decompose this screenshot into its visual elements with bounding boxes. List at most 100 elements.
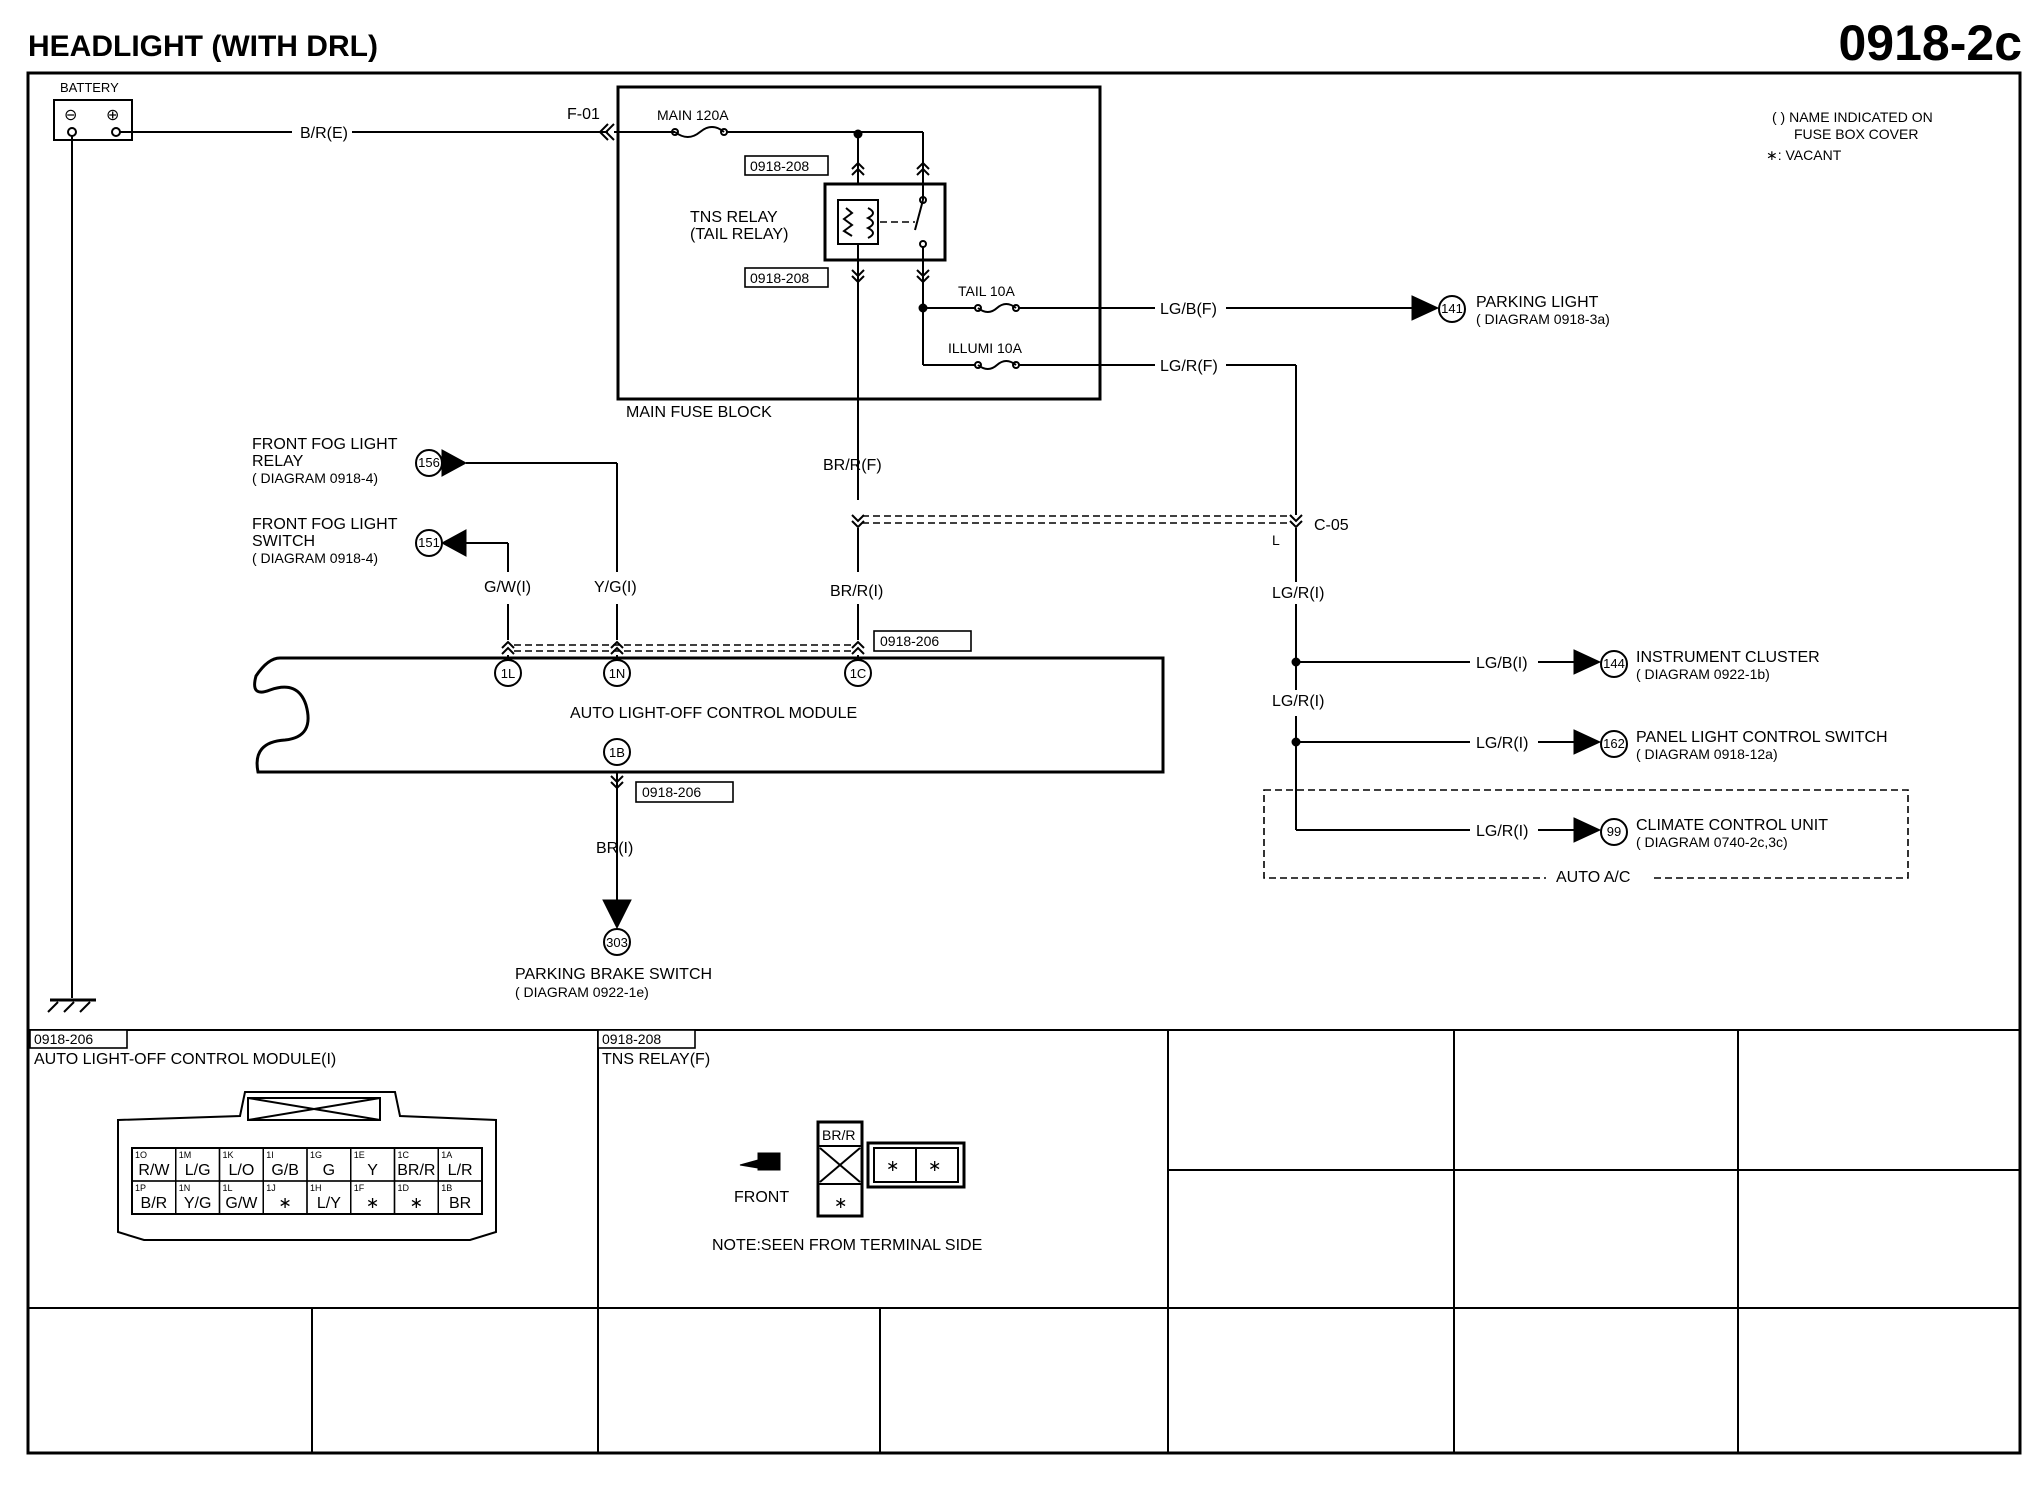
pin-number: 1B — [441, 1183, 452, 1193]
wire-label-lg-b-i: LG/B(I) — [1476, 655, 1528, 672]
parking-light-ref-num: 141 — [1441, 301, 1463, 316]
pin-wire-color: L/R — [448, 1162, 473, 1179]
connector1-ref-box — [29, 1029, 128, 1049]
tail-fuse-symbol — [977, 303, 1017, 313]
diagram-frame — [26, 71, 2022, 1455]
wire-label-lg-b-f: LG/B(F) — [1160, 301, 1217, 318]
pin-wire-color: ∗ — [366, 1195, 379, 1212]
pin-wire-color: Y — [367, 1162, 378, 1179]
connector-label-l: L — [1272, 532, 1280, 548]
main-fuse-symbol — [674, 126, 725, 138]
pin-1b-circle — [603, 738, 631, 766]
auto-ac-group-box — [1263, 789, 1909, 879]
pin-wire-color: ∗ — [278, 1195, 291, 1212]
parking-brake-label: PARKING BRAKE SWITCH — [515, 966, 712, 983]
connector2-note: NOTE:SEEN FROM TERMINAL SIDE — [712, 1237, 982, 1254]
note-line-1: ( ) NAME INDICATED ON — [1772, 109, 1933, 125]
pin-wire-color: Y/G — [184, 1195, 212, 1212]
illumi-fuse-symbol — [977, 360, 1017, 370]
wire-label-br-i: BR(I) — [596, 840, 633, 857]
auto-light-off-module-body — [253, 656, 1165, 774]
pin-number: 1I — [266, 1150, 274, 1160]
pin-wire-color: BR/R — [397, 1162, 435, 1179]
connector-label-f01: F-01 — [567, 106, 600, 123]
module-ref-box-top — [873, 630, 972, 652]
pin-number: 1D — [398, 1183, 410, 1193]
climate-control-diagram: ( DIAGRAM 0740-2c,3c) — [1636, 834, 1788, 850]
module-ref-box-bottom — [635, 781, 734, 803]
wire-label-br-r-f: BR/R(F) — [823, 457, 882, 474]
pin-number: 1F — [354, 1183, 365, 1193]
diagram-code: 0918-2c — [1839, 15, 2023, 71]
relay-label-1: TNS RELAY — [690, 209, 778, 226]
note-line-2: FUSE BOX COVER — [1794, 126, 1918, 142]
fog-relay-label-1: FRONT FOG LIGHT — [252, 436, 398, 453]
pin-number: 1O — [135, 1150, 147, 1160]
diagram-title: HEADLIGHT (WITH DRL) — [28, 30, 378, 63]
fuse-block-label: MAIN FUSE BLOCK — [626, 404, 772, 421]
wire-label-b-r-e: B/R(E) — [300, 125, 348, 142]
pin-number: 1E — [354, 1150, 365, 1160]
connector1-title: AUTO LIGHT-OFF CONTROL MODULE(I) — [34, 1051, 336, 1068]
wire-label-lg-r-i-1: LG/R(I) — [1272, 585, 1324, 602]
illumi-fuse-label: ILLUMI 10A — [948, 340, 1023, 356]
pin-number: 1M — [179, 1150, 192, 1160]
pin-wire-color: L/Y — [317, 1195, 341, 1212]
battery-label: BATTERY — [60, 80, 119, 95]
pin-wire-color: L/O — [228, 1162, 254, 1179]
tail-fuse-label: TAIL 10A — [958, 283, 1015, 299]
connector1-ref: 0918-206 — [34, 1031, 93, 1047]
connector2-ref: 0918-208 — [602, 1031, 661, 1047]
parking-brake-ref-num: 303 — [606, 935, 628, 950]
panel-switch-ref-circle — [1600, 730, 1628, 758]
pin-wire-color: B/R — [141, 1195, 168, 1212]
connector2-brr-label: BR/R — [822, 1127, 855, 1143]
pin-wire-color: G/B — [271, 1162, 299, 1179]
battery-plus-symbol: ⊕ — [106, 107, 119, 124]
parking-light-label: PARKING LIGHT — [1476, 294, 1599, 311]
fog-switch-label-1: FRONT FOG LIGHT — [252, 516, 398, 533]
parking-brake-diagram: ( DIAGRAM 0922-1e) — [515, 984, 649, 1000]
parking-brake-ref-circle — [603, 928, 631, 956]
pin-number: 1K — [223, 1150, 234, 1160]
pin-number: 1N — [179, 1183, 191, 1193]
connector2-star-1: ∗ — [834, 1195, 847, 1212]
panel-switch-diagram: ( DIAGRAM 0918-12a) — [1636, 746, 1778, 762]
instrument-cluster-label: INSTRUMENT CLUSTER — [1636, 649, 1820, 666]
pin-wire-color: ∗ — [410, 1195, 423, 1212]
pin-wire-color: L/G — [185, 1162, 211, 1179]
battery-minus-symbol: ⊖ — [64, 107, 77, 124]
module-ref-bottom: 0918-206 — [642, 784, 701, 800]
wire-label-lg-r-f: LG/R(F) — [1160, 358, 1218, 375]
pin-wire-color: BR — [449, 1195, 471, 1212]
fuse-ref-1: 0918-208 — [750, 158, 809, 174]
wire-label-lg-r-i-4: LG/R(I) — [1476, 823, 1528, 840]
fog-relay-diagram: ( DIAGRAM 0918-4) — [252, 470, 378, 486]
connector2-ref-box — [597, 1029, 696, 1049]
fog-switch-label-2: SWITCH — [252, 533, 315, 550]
fog-relay-label-2: RELAY — [252, 453, 304, 470]
pin-number: 1G — [310, 1150, 322, 1160]
fog-relay-ref-num: 156 — [418, 455, 440, 470]
connector2-star-2: ∗ — [886, 1158, 899, 1175]
front-arrow-icon — [739, 1152, 781, 1171]
connector1-shell — [117, 1091, 497, 1241]
module-ref-top: 0918-206 — [880, 633, 939, 649]
pin-1c-label: 1C — [850, 666, 867, 681]
wire-label-lg-r-i-3: LG/R(I) — [1476, 735, 1528, 752]
climate-control-label: CLIMATE CONTROL UNIT — [1636, 817, 1828, 834]
instrument-cluster-ref-num: 144 — [1603, 656, 1625, 671]
pin-wire-color: G/W — [225, 1195, 258, 1212]
pin-number: 1J — [266, 1183, 276, 1193]
wire-label-br-r-i: BR/R(I) — [830, 583, 883, 600]
pin-1n-label: 1N — [609, 666, 626, 681]
tns-relay-symbol — [823, 182, 947, 262]
panel-switch-label: PANEL LIGHT CONTROL SWITCH — [1636, 729, 1888, 746]
connector2-body — [816, 1120, 864, 1218]
module-label: AUTO LIGHT-OFF CONTROL MODULE — [570, 705, 857, 722]
connector1-pins: 1OR/W1ML/G1KL/O1IG/B1GG1EY1CBR/R1AL/R1PB… — [131, 1147, 483, 1215]
instrument-cluster-diagram: ( DIAGRAM 0922-1b) — [1636, 666, 1770, 682]
battery-symbol — [53, 99, 133, 141]
connector-label-c05: C-05 — [1314, 517, 1349, 534]
